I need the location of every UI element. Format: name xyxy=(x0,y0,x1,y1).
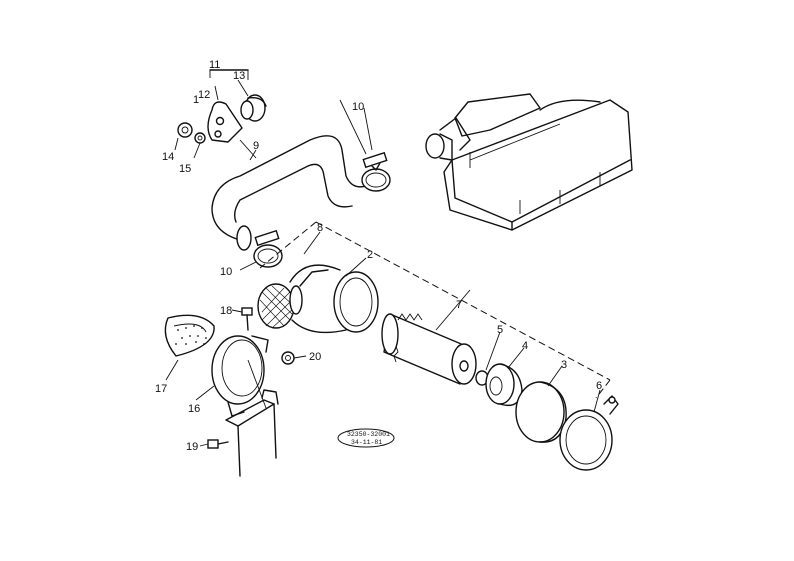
nut-20 xyxy=(281,351,295,365)
leader-lines xyxy=(165,107,601,447)
callout-1: 1 xyxy=(193,94,199,106)
callout-7: 7 xyxy=(456,299,462,311)
callout-20: 20 xyxy=(309,351,321,363)
rubber-strap xyxy=(164,314,215,357)
callout-19: 19 xyxy=(186,441,198,453)
callout-9: 9 xyxy=(253,140,259,152)
mounting-bracket-assembly xyxy=(174,69,267,159)
callout-14: 14 xyxy=(162,151,174,163)
hose-clamp-lower xyxy=(253,99,367,268)
bolt-18 xyxy=(241,307,253,331)
callout-labels: 1 2 3 4 5 6 7 8 9 10 10 11 12 13 14 15 1… xyxy=(155,59,602,453)
callout-15: 15 xyxy=(179,163,191,175)
callout-11: 11 xyxy=(209,59,220,71)
bolt-19 xyxy=(207,439,229,449)
callout-2: 2 xyxy=(367,249,373,261)
callout-5: 5 xyxy=(497,324,503,336)
callout-12: 12 xyxy=(198,89,210,101)
callout-18: 18 xyxy=(220,305,232,317)
support-bracket xyxy=(225,359,279,477)
mounting-band-large xyxy=(211,335,269,417)
callout-17: 17 xyxy=(155,383,167,395)
hose-clamp-upper xyxy=(361,151,391,192)
drawing-stamp: 32350-32001 34-11-81 xyxy=(337,428,395,448)
stamp-line-2: 34-11-81 xyxy=(351,439,382,446)
pre-cleaner-screen xyxy=(257,283,303,329)
callout-4: 4 xyxy=(522,340,528,352)
stamp-line-1: 32350-32001 xyxy=(347,431,390,438)
callout-16: 16 xyxy=(188,403,200,415)
callout-13: 13 xyxy=(233,70,245,82)
cleaner-housing xyxy=(289,264,379,334)
cleaner-cover xyxy=(515,381,567,443)
band-clamp xyxy=(559,395,619,471)
callout-10-upper: 10 xyxy=(352,101,364,113)
air-intake-box xyxy=(425,93,633,231)
filter-element xyxy=(381,289,477,385)
callout-3: 3 xyxy=(561,359,567,371)
callout-6: 6 xyxy=(596,380,602,392)
assembly-boundary xyxy=(259,221,611,399)
callout-8: 8 xyxy=(317,222,323,234)
dust-cup xyxy=(485,363,523,407)
intake-hose xyxy=(211,135,367,251)
callout-10-lower: 10 xyxy=(220,266,232,278)
